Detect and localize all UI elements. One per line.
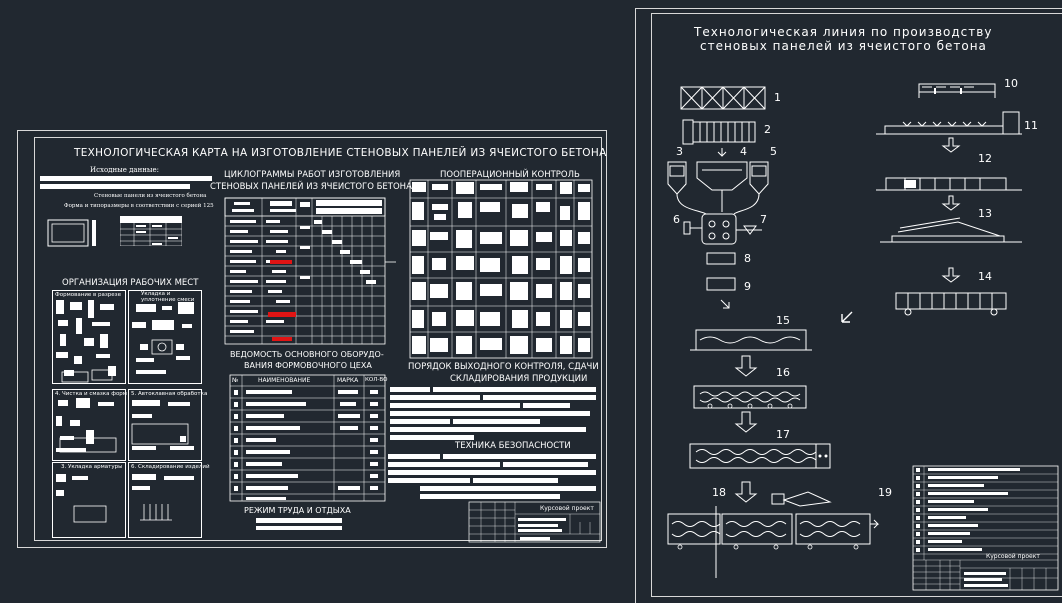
- work-rest-title: РЕЖИМ ТРУДА И ОТДЫХА: [244, 506, 351, 515]
- equipment-label-8: 8: [744, 252, 751, 265]
- equipment-title-line2: ВАНИЯ ФОРМОВОЧНОГО ЦЕХА: [244, 361, 372, 370]
- left-sheet-title: ТЕХНОЛОГИЧЕСКАЯ КАРТА НА ИЗГОТОВЛЕНИЕ СТ…: [74, 147, 607, 159]
- panel-label-forming: Формование в разрезе: [55, 292, 121, 298]
- panel-label-storage: 6. Складирование изделий: [131, 464, 210, 470]
- right-sheet-title-line1: Технологическая линия по производству: [694, 25, 993, 39]
- equipment-label-18: 18: [712, 486, 726, 499]
- work-rest-redacted: [256, 518, 342, 523]
- equipment-label-2: 2: [764, 123, 771, 136]
- right-sheet-title-line2: стеновых панелей из ячеистого бетона: [700, 39, 987, 53]
- workplace-panel-forming: Формование в разрезе: [52, 290, 126, 384]
- equipment-label-6: 6: [673, 213, 680, 226]
- equipment-label-1: 1: [774, 91, 781, 104]
- left-inner-frame: [34, 137, 602, 541]
- output-control-title-line2: СКЛАДИРОВАНИЯ ПРОДУКЦИИ: [450, 374, 588, 384]
- left-stamp-title: Курсовой проект: [540, 505, 594, 512]
- equipment-label-12: 12: [978, 152, 992, 165]
- workplace-panel-reinforcement: 3. Укладка арматуры: [52, 462, 126, 538]
- operational-control-title: ПООПЕРАЦИОННЫЙ КОНТРОЛЬ: [440, 170, 580, 180]
- equipment-label-7: 7: [760, 213, 767, 226]
- cyclogram-title-line1: ЦИКЛОГРАММЫ РАБОТ ИЗГОТОВЛЕНИЯ: [224, 170, 401, 180]
- workplace-panel-compacting: Укладка и уплотнение смеси: [128, 290, 202, 384]
- workplace-panel-storage: 6. Складирование изделий: [128, 462, 210, 538]
- equipment-label-5: 5: [770, 145, 777, 158]
- equipment-label-19: 19: [878, 486, 892, 499]
- equipment-label-10: 10: [1004, 77, 1018, 90]
- equipment-label-16: 16: [776, 366, 790, 379]
- panel-label-compacting: Укладка и уплотнение смеси: [141, 291, 195, 303]
- panel-label-reinforcement: 3. Укладка арматуры: [61, 464, 123, 470]
- equipment-col-no: №: [232, 377, 239, 384]
- work-rest-redacted: [256, 526, 342, 530]
- equipment-label-4: 4: [740, 145, 747, 158]
- initial-data-label: Исходные данные:: [90, 166, 159, 174]
- equipment-col-brand: МАРКА: [337, 377, 359, 384]
- equipment-title-line1: ВЕДОМОСТЬ ОСНОВНОГО ОБОРУДО-: [230, 350, 384, 359]
- workplace-panel-cleaning: 4. Чистка и смазка форм: [52, 389, 127, 461]
- safety-title: ТЕХНИКА БЕЗОПАСНОСТИ: [455, 441, 571, 451]
- equipment-label-14: 14: [978, 270, 992, 283]
- equipment-col-name: НАИМЕНОВАНИЕ: [258, 377, 311, 384]
- panel-label-cleaning: 4. Чистка и смазка форм: [55, 391, 127, 397]
- left-drawing-sheet[interactable]: [17, 130, 607, 548]
- cyclogram-title-line2: СТЕНОВЫХ ПАНЕЛЕЙ ИЗ ЯЧЕИСТОГО БЕТОНА: [210, 182, 412, 192]
- equipment-label-9: 9: [744, 280, 751, 293]
- equipment-label-15: 15: [776, 314, 790, 327]
- equipment-col-qty: КОЛ-ВО: [365, 377, 388, 383]
- equipment-label-13: 13: [978, 207, 992, 220]
- wall-panel-line: Стеновые панели из ячеистого бетона: [94, 193, 207, 199]
- workplace-org-title: ОРГАНИЗАЦИЯ РАБОЧИХ МЕСТ: [62, 278, 199, 288]
- shape-line: Форма и типоразмеры в соответствии с сер…: [64, 203, 214, 209]
- right-stamp-title: Курсовой проект: [986, 553, 1040, 560]
- equipment-label-3: 3: [676, 145, 683, 158]
- workplace-panel-autoclave: 5. Автоклавная обработка: [128, 389, 207, 461]
- initial-data-table: [120, 216, 182, 246]
- right-drawing-sheet[interactable]: [635, 8, 1062, 603]
- right-inner-frame: [651, 13, 1062, 597]
- output-control-title-line1: ПОРЯДОК ВЫХОДНОГО КОНТРОЛЯ, СДАЧИ: [408, 362, 599, 372]
- panel-label-autoclave: 5. Автоклавная обработка: [131, 391, 208, 397]
- initial-data-redacted-line: [40, 184, 190, 189]
- equipment-label-17: 17: [776, 428, 790, 441]
- equipment-label-11: 11: [1024, 119, 1038, 132]
- initial-data-redacted-line: [40, 176, 212, 181]
